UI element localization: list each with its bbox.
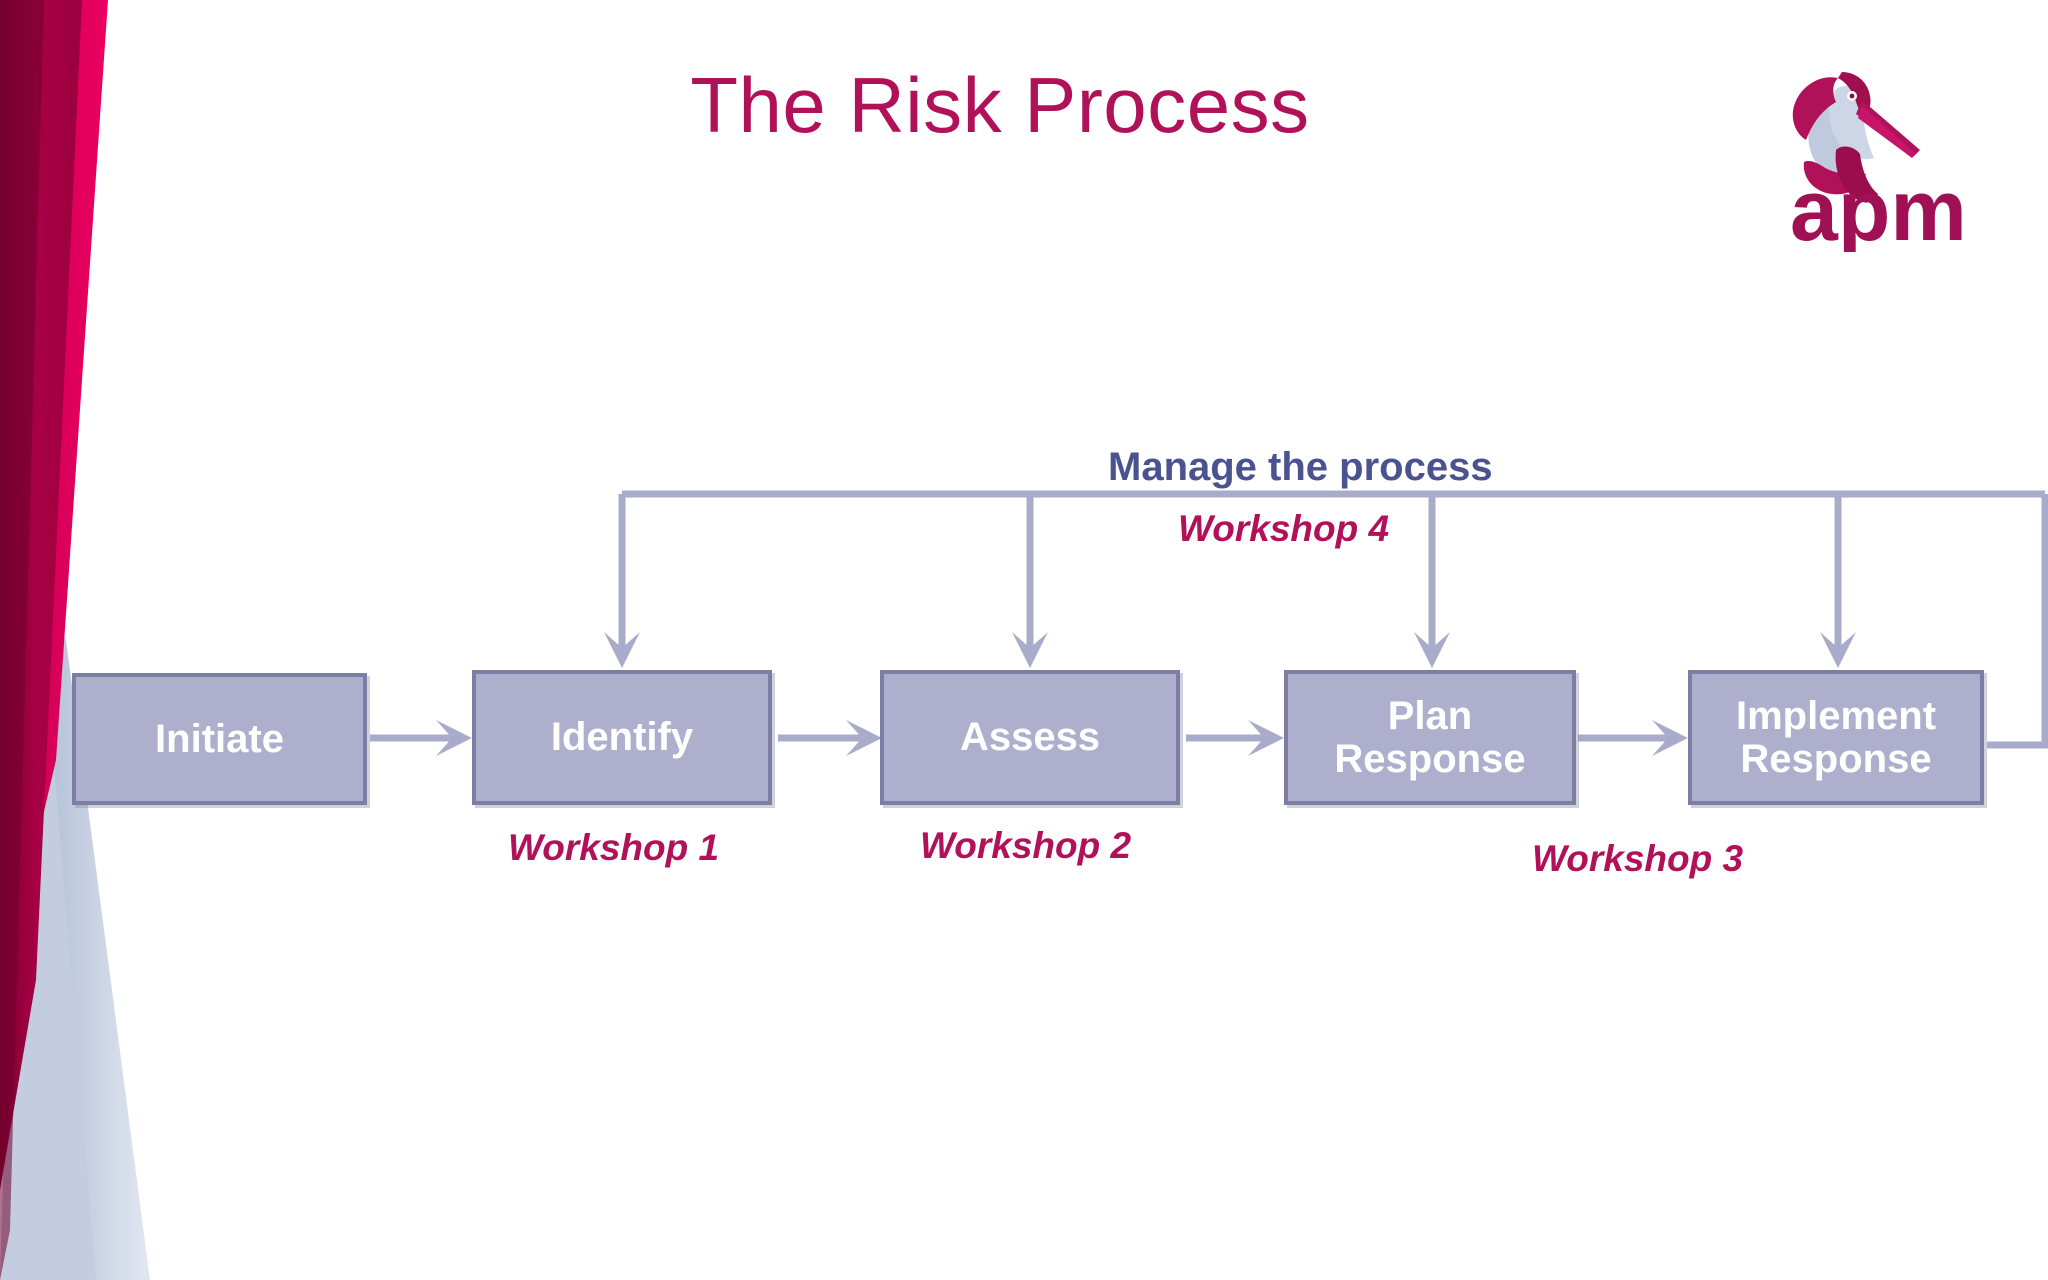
workshop-label-1: Workshop 1 [508, 827, 720, 868]
process-node-plan-response[interactable]: Plan Response [1284, 670, 1576, 805]
workshop-label-2: Workshop 2 [920, 825, 1132, 866]
apm-wordmark: apm [1790, 163, 1967, 252]
page-title: The Risk Process [690, 61, 1310, 149]
apm-bird-icon [1792, 72, 1920, 203]
process-node-implement-response[interactable]: Implement Response [1688, 670, 1984, 805]
workshop-label-3: Workshop 3 [1532, 838, 1744, 879]
workshop-label-4: Workshop 4 [1178, 508, 1390, 549]
process-node-identify[interactable]: Identify [472, 670, 772, 805]
manage-bracket-return [1987, 494, 2048, 749]
manage-the-process-label: Manage the process [1108, 445, 1493, 489]
process-node-initiate[interactable]: Initiate [72, 673, 367, 805]
process-node-assess[interactable]: Assess [880, 670, 1180, 805]
left-ribbon-decoration [0, 0, 150, 1280]
apm-logo: apm [1782, 62, 2002, 252]
